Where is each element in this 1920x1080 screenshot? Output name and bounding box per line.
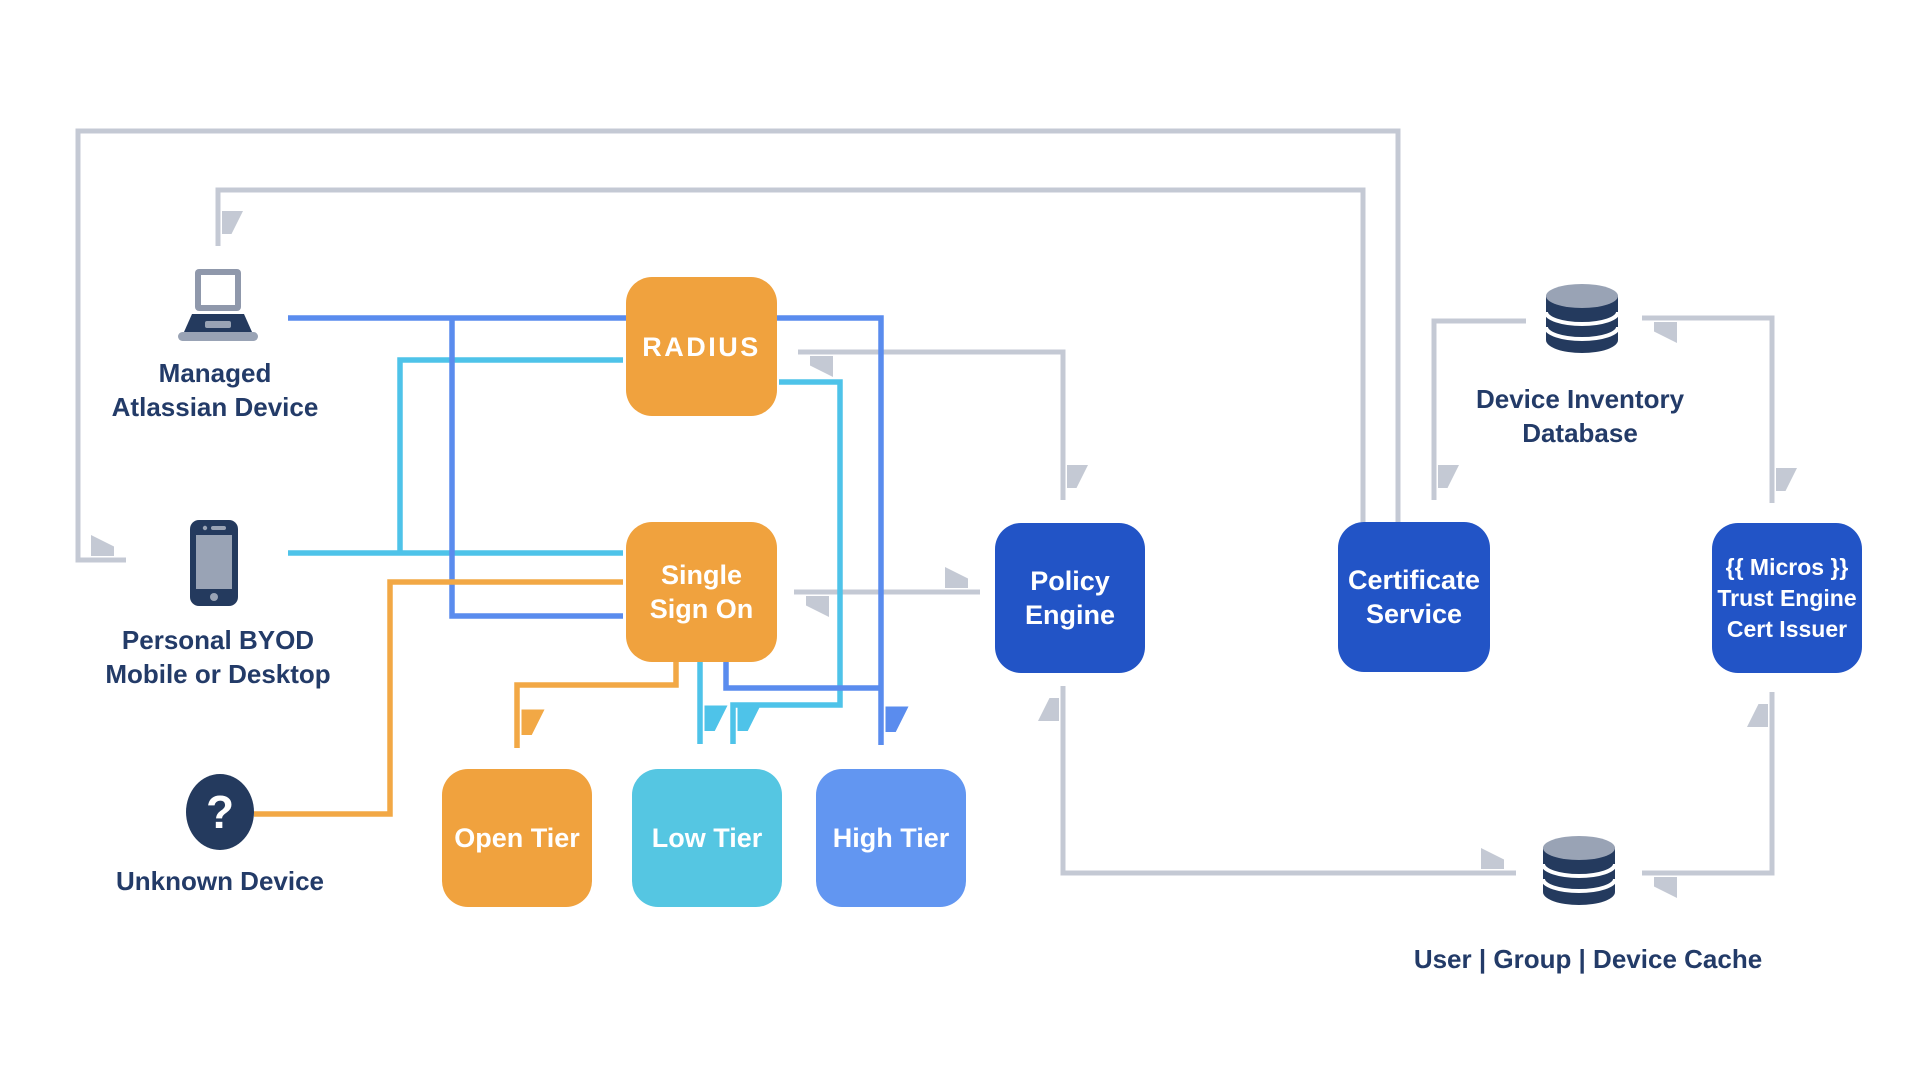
node-low-tier-label: Low Tier [651, 823, 763, 853]
user-cache-label: User | Group | Device Cache [1413, 944, 1763, 974]
byod-device-label-line2: Mobile or Desktop [105, 659, 331, 689]
edge-cert-to-byod-device [75, 128, 1401, 563]
edge-inventory-to-cert [1431, 318, 1526, 500]
node-cert-service-line1: Certificate [1347, 565, 1481, 595]
node-low-tier: Low Tier [632, 769, 782, 907]
edge-sso-to-open-tier [514, 658, 679, 748]
device-inventory-label: Device Inventory Database [1430, 382, 1730, 450]
node-open-tier-label: Open Tier [454, 823, 580, 853]
edge-byod-branch-to-radius [397, 357, 623, 553]
unknown-device-icon: ? [186, 774, 254, 850]
question-mark-glyph: ? [205, 786, 235, 838]
device-inventory-label-line1: Device Inventory [1475, 384, 1685, 414]
node-high-tier-label: High Tier [832, 823, 950, 853]
user-group-device-cache-icon [1541, 836, 1617, 905]
node-trust-engine-line2: Trust Engine [1717, 584, 1857, 611]
edge-cert-to-managed-device [215, 187, 1366, 522]
unknown-device-label: Unknown Device [115, 866, 325, 896]
node-radius: RADIUS [626, 277, 777, 416]
node-policy-engine-line1: Policy [1030, 566, 1110, 596]
managed-device-label: Managed Atlassian Device [65, 356, 365, 424]
edge-managed-to-radius-high-tier [288, 315, 881, 745]
edge-unknown-to-sso [254, 579, 623, 817]
edge-radius-policy [798, 349, 1063, 500]
node-certificate-service: Certificate Service [1338, 522, 1490, 672]
node-cert-service-line2: Service [1365, 599, 1463, 629]
node-sso-label-line2: Sign On [649, 594, 754, 624]
edge-cache-trust-engine [1642, 692, 1775, 873]
device-inventory-label-line2: Database [1522, 418, 1638, 448]
laptop-icon [178, 269, 258, 341]
node-sso-label-line1: Single [660, 560, 742, 590]
node-policy-engine-line2: Engine [1024, 600, 1115, 630]
byod-device-label-line1: Personal BYOD [121, 625, 315, 655]
edge-sso-to-high-tier-join [723, 658, 879, 691]
edge-inventory-trust-engine [1642, 315, 1772, 503]
node-trust-engine-cert-issuer: {{ Micros }} Trust Engine Cert Issuer [1712, 523, 1862, 673]
node-trust-engine-line1: {{ Micros }} [1725, 553, 1849, 580]
node-single-sign-on: Single Sign On [626, 522, 777, 662]
device-inventory-database-icon [1544, 284, 1620, 353]
managed-device-label-line2: Atlassian Device [111, 392, 319, 422]
node-radius-label: RADIUS [642, 331, 761, 362]
byod-device-label: Personal BYOD Mobile or Desktop [63, 623, 373, 691]
node-trust-engine-line3: Cert Issuer [1726, 615, 1848, 642]
managed-device-label-line1: Managed [158, 358, 272, 388]
node-policy-engine: Policy Engine [995, 523, 1145, 673]
node-high-tier: High Tier [816, 769, 966, 907]
smartphone-icon [190, 520, 238, 606]
edge-radius-to-low-tier [730, 379, 843, 744]
edge-managed-branch-to-sso [449, 318, 623, 619]
edge-policy-cache [1063, 686, 1516, 876]
node-open-tier: Open Tier [442, 769, 592, 907]
